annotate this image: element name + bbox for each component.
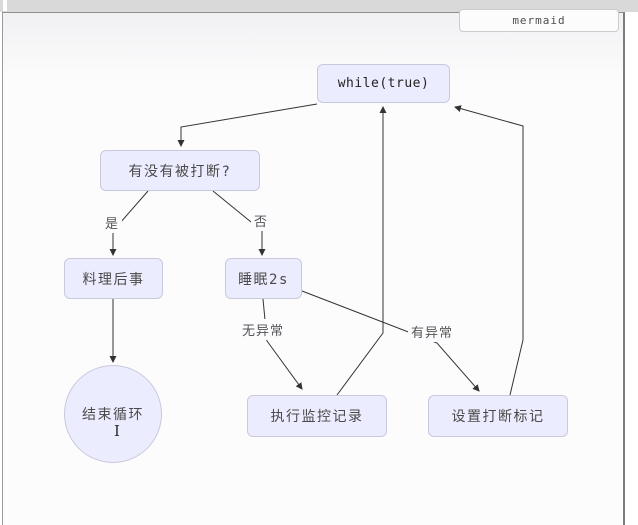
edge-label-no: 否 [250,210,272,231]
flowchart-node-while-loop: while(true) [317,64,450,103]
flowchart-node-check-interrupted: 有没有被打断? [100,150,260,191]
flowchart-node-handle-aftermath: 料理后事 [64,258,163,299]
flowchart-node-sleep-2s: 睡眠2s [225,258,302,299]
flowchart-node-end-loop: 结束循环 [64,365,162,463]
flowchart-node-set-flag: 设置打断标记 [428,395,568,437]
flowchart-node-monitor-log: 执行监控记录 [247,395,387,437]
code-block-language-badge[interactable]: mermaid [459,9,619,32]
edge-label-yes: 是 [101,212,123,233]
top-strip-notch [3,0,7,11]
text-cursor-ibeam: I [114,422,120,440]
edge-label-exception: 有异常 [407,321,457,342]
edge-label-no-exception: 无异常 [238,319,288,340]
